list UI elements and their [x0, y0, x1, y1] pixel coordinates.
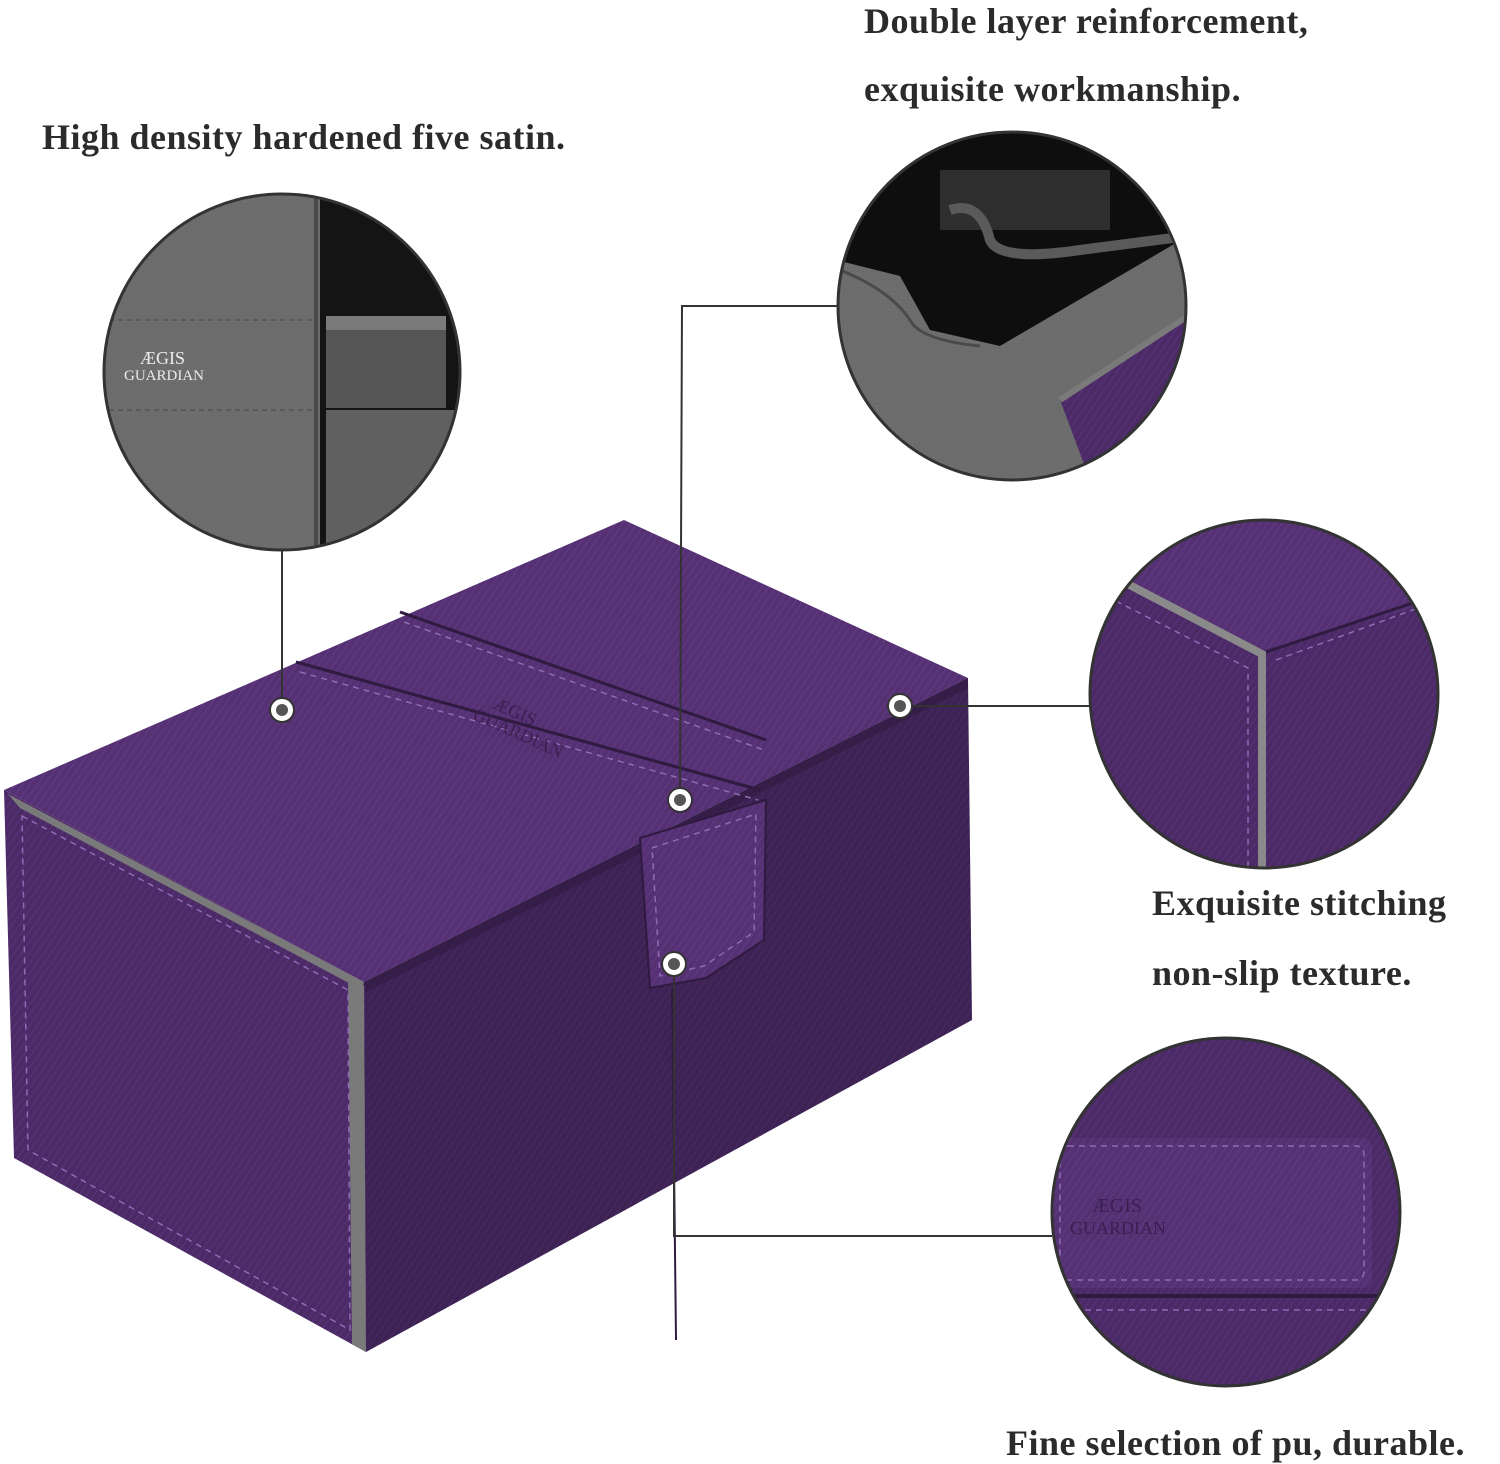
box-felt-edge-side	[348, 978, 366, 1352]
satin-logo-line2: GUARDIAN	[124, 368, 204, 384]
callout-lines	[281, 305, 1090, 1237]
box-front-face	[364, 678, 972, 1352]
card-box: ÆGIS GUARDIAN	[4, 520, 972, 1352]
box-strap	[638, 798, 768, 990]
marker-double	[667, 787, 693, 813]
marker-stitch	[887, 693, 913, 719]
detail-circle-double-layer	[836, 130, 1188, 482]
box-felt-edge-top	[8, 794, 364, 990]
callout-double-layer-line1: Double layer reinforcement,	[864, 1, 1309, 41]
callout-stitching-line1: Exquisite stitching	[1152, 883, 1447, 923]
callout-pu-text: Fine selection of pu, durable.	[1006, 1423, 1466, 1463]
detail-circle-satin: ÆGIS GUARDIAN	[102, 192, 462, 552]
satin-logo-line1: ÆGIS	[140, 348, 185, 368]
pu-logo-line2: GUARDIAN	[1070, 1218, 1166, 1238]
pu-logo-line1: ÆGIS	[1092, 1195, 1142, 1217]
detail-circle-stitching	[1088, 518, 1440, 870]
callout-satin-text: High density hardened five satin.	[42, 117, 566, 157]
detail-circle-pu: ÆGIS GUARDIAN	[1050, 1036, 1402, 1388]
box-left-face	[4, 790, 366, 1352]
callout-double-layer-line2: exquisite workmanship.	[864, 69, 1242, 109]
marker-satin	[269, 697, 295, 723]
box-lid	[4, 520, 968, 982]
marker-pu	[661, 951, 687, 977]
callout-stitching-line2: non-slip texture.	[1152, 953, 1412, 993]
callout-markers	[269, 693, 913, 977]
